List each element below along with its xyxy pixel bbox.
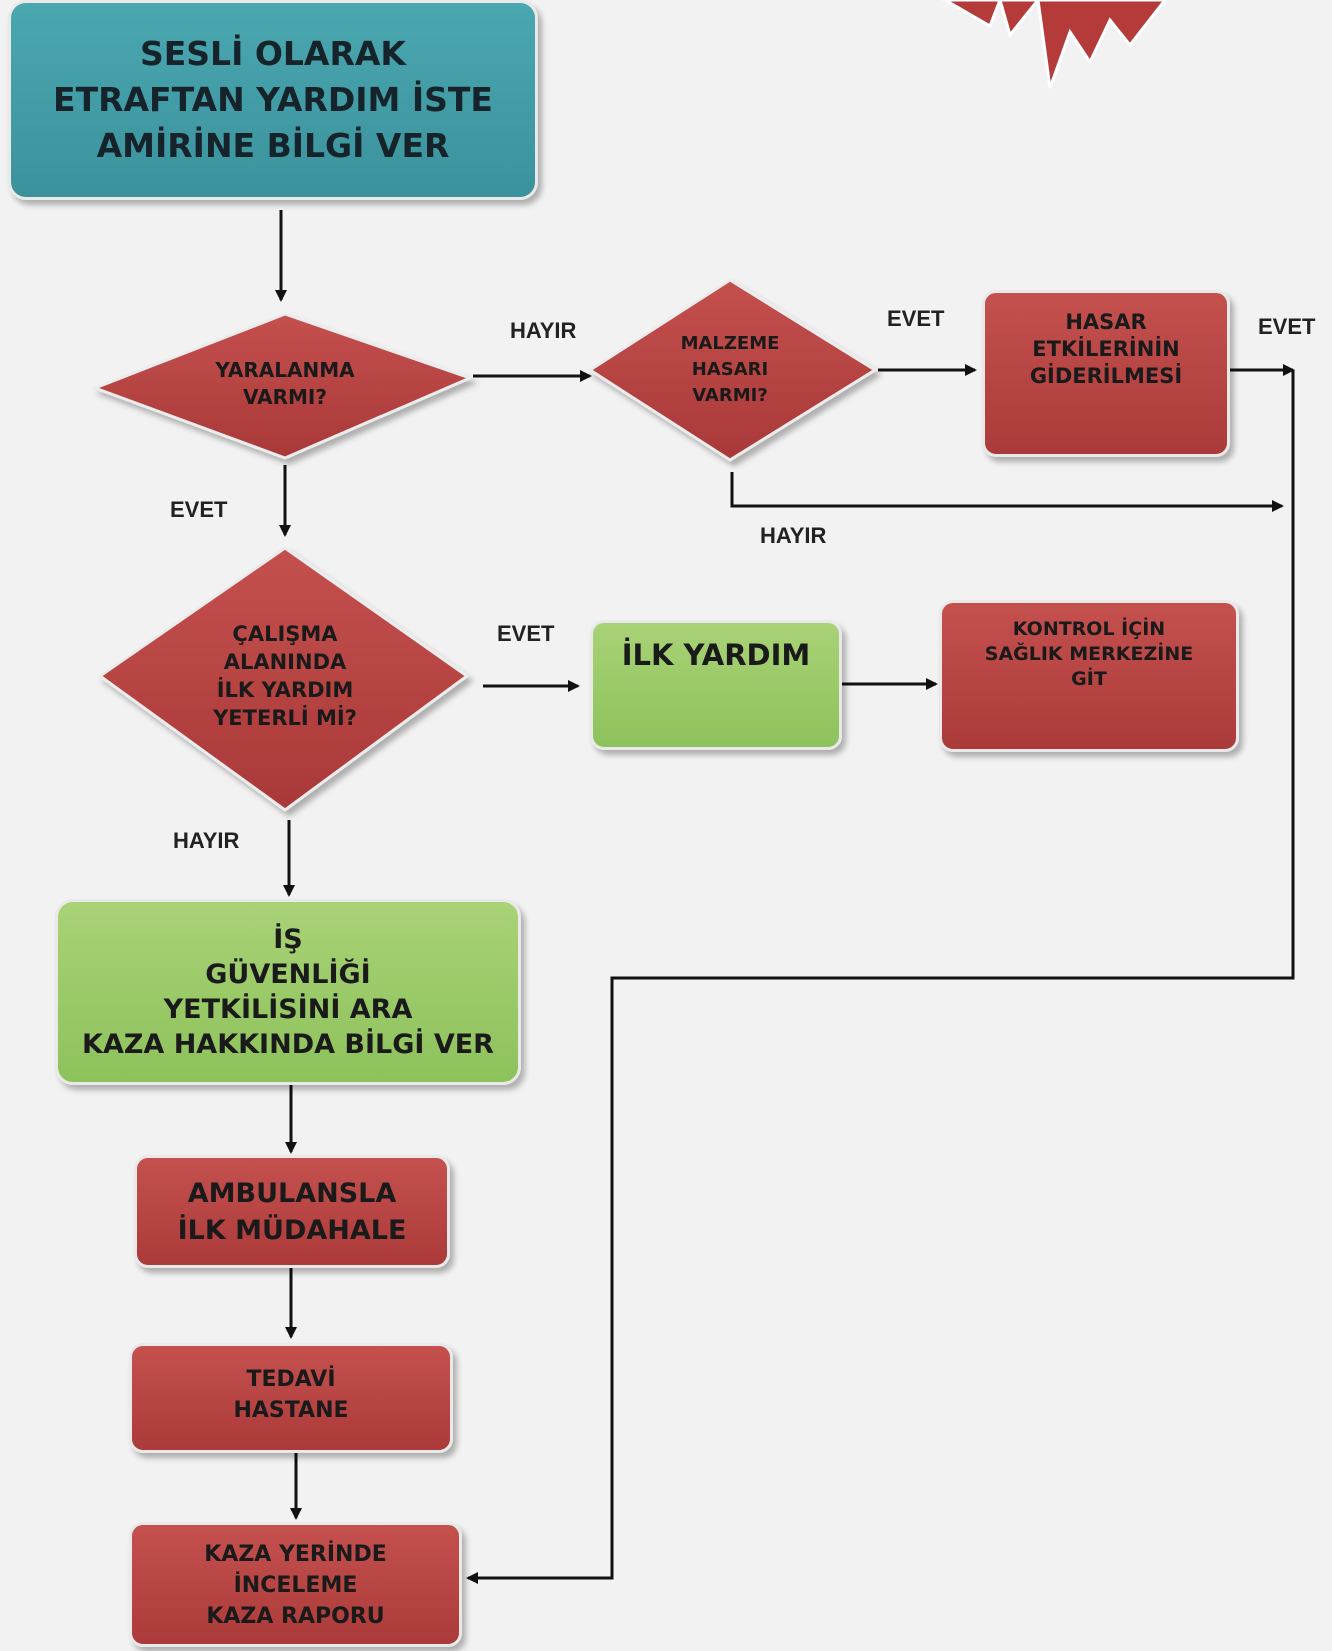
decision-diamond-injury [90, 312, 475, 460]
treatment-box: TEDAVİ HASTANE [129, 1343, 453, 1453]
edge-label-damage-yes: EVET [887, 306, 945, 331]
decision-diamond-damage [587, 278, 878, 462]
edge-label-injury-yes: EVET [170, 497, 228, 522]
first-aid-box: İLK YARDIM [590, 620, 842, 750]
edge-label-injury-no: HAYIR [510, 318, 577, 343]
first-aid-check-text: ÇALIŞMA ALANINDA İLK YARDIM YETERLİ Mİ? [213, 622, 357, 730]
ambulance-box: AMBULANSLA İLK MÜDAHALE [134, 1155, 450, 1268]
damage-fix-box: HASAR ETKİLERİNİN GİDERİLMESİ [982, 290, 1230, 457]
edge-label-first-aid-yes: EVET [497, 621, 555, 646]
edge-return-to-report [466, 370, 1295, 1584]
edge-damage-no [730, 472, 1284, 512]
edge-label-first-aid-no: HAYIR [173, 828, 240, 853]
start-box: SESLİ OLARAK ETRAFTAN YARDIM İSTE AMİRİN… [8, 0, 538, 200]
report-box: KAZA YERİNDE İNCELEME KAZA RAPORU [129, 1522, 462, 1647]
health-center-box: KONTROL İÇİN SAĞLIK MERKEZİNE GİT [939, 600, 1239, 752]
starburst-decoration [942, 0, 1167, 89]
edge-label-fix-yes: EVET [1258, 314, 1316, 339]
damage-check-text: MALZEME HASARI VARMI? [680, 333, 780, 406]
decision-diamond-first-aid [97, 546, 470, 812]
injury-check-text: YARALANMA VARMI? [215, 358, 355, 409]
call-safety-box: İŞ GÜVENLİĞİ YETKİLİSİNİ ARA KAZA HAKKIN… [55, 899, 521, 1085]
edge-label-damage-no: HAYIR [760, 523, 827, 548]
